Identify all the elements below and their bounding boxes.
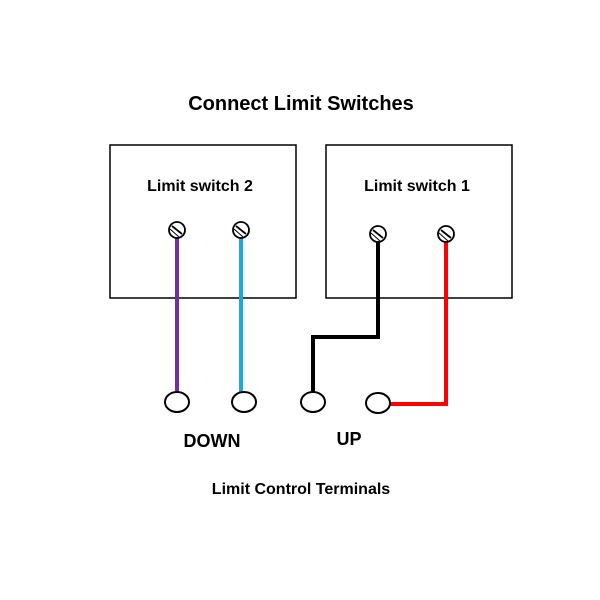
terminal-up-2	[365, 392, 391, 414]
screw-icon	[437, 225, 455, 243]
limit-switch-1-box	[325, 144, 513, 299]
limit-switch-1-label: Limit switch 1	[364, 178, 470, 195]
red-wire	[378, 235, 448, 406]
control-terminals	[164, 391, 391, 414]
terminal-up-1	[300, 391, 326, 413]
screw-icon	[232, 221, 250, 239]
limit-switch-2-label: Limit switch 2	[147, 178, 253, 195]
switch-screws	[168, 221, 455, 243]
diagram-title: Connect Limit Switches	[188, 93, 414, 115]
up-label: UP	[336, 429, 361, 449]
terminal-down-1	[164, 391, 190, 413]
terminal-down-2	[231, 391, 257, 413]
limit-switch-2: Limit switch 2	[109, 144, 297, 299]
wires	[175, 231, 448, 406]
black-wire	[311, 235, 380, 402]
down-label: DOWN	[184, 431, 241, 451]
limit-switch-2-box	[109, 144, 297, 299]
terminals-caption: Limit Control Terminals	[212, 481, 390, 498]
screw-icon	[168, 221, 186, 239]
limit-switch-1: Limit switch 1	[325, 144, 513, 299]
screw-icon	[369, 225, 387, 243]
